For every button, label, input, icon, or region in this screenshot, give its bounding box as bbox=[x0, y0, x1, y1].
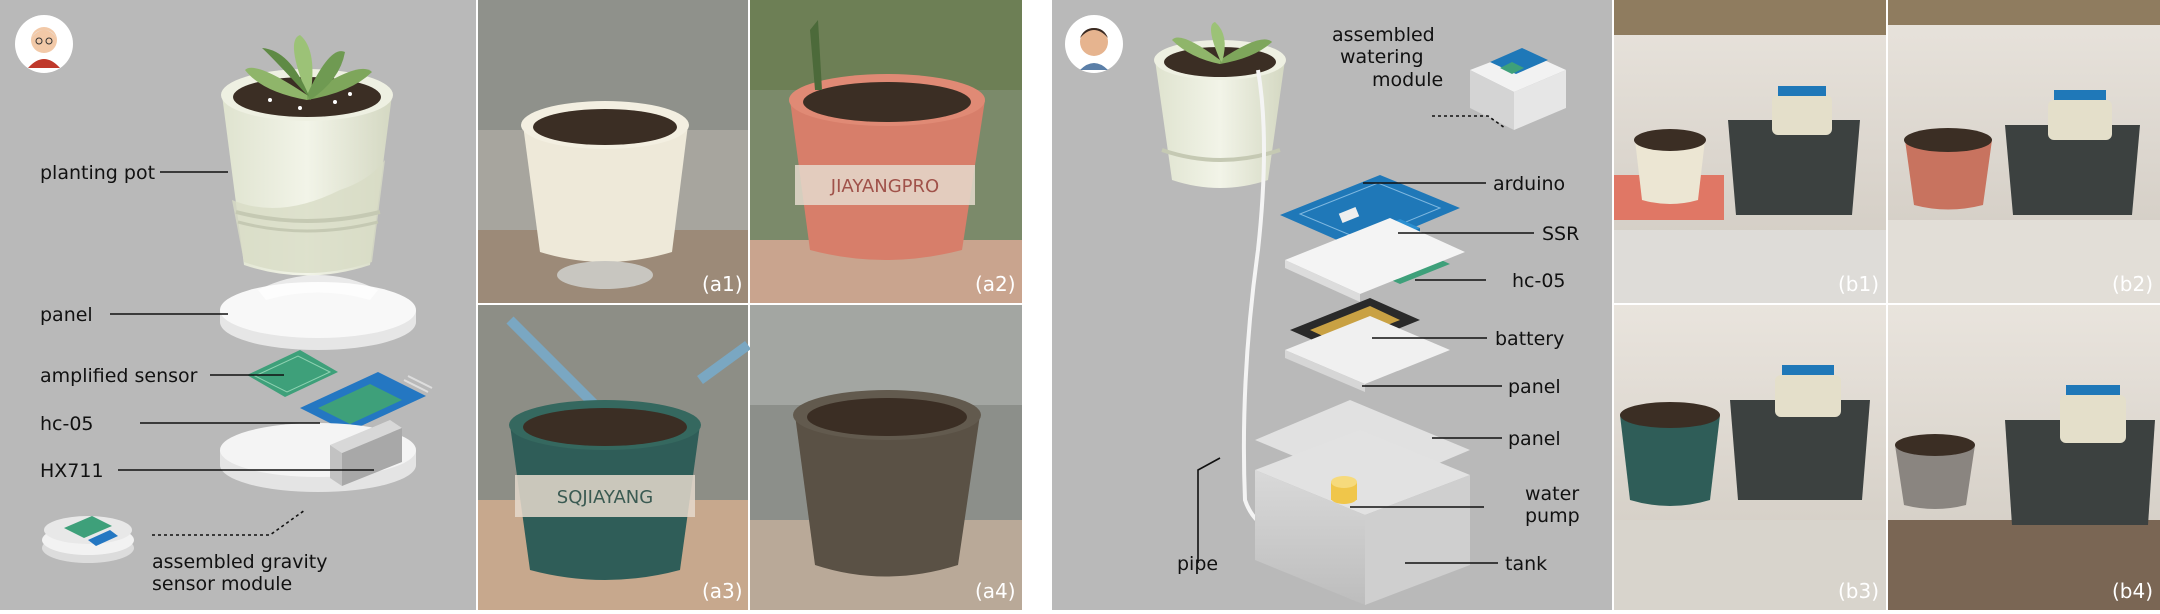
caption-a3: (a3) bbox=[702, 579, 743, 603]
label-water-line1: water bbox=[1525, 483, 1579, 505]
label-tank: tank bbox=[1505, 553, 1547, 575]
label-arduino: arduino bbox=[1493, 173, 1565, 195]
photo-b1: (b1) bbox=[1614, 0, 1886, 303]
caption-b1: (b1) bbox=[1838, 272, 1879, 296]
label-water-line2: pump bbox=[1525, 505, 1580, 527]
label-battery: battery bbox=[1495, 328, 1564, 350]
young-avatar-icon bbox=[1065, 15, 1123, 73]
photo-b4: (b4) bbox=[1888, 305, 2160, 610]
hc05-module-board bbox=[300, 372, 433, 432]
pot-label-a2: JIAYANGPRO bbox=[830, 176, 939, 197]
caption-a4: (a4) bbox=[975, 579, 1016, 603]
assembled-module-dashed-leader bbox=[152, 509, 306, 536]
label-ssr: SSR bbox=[1542, 223, 1579, 245]
right-photo-grid: (b1) (b2) (b3) bbox=[1614, 0, 2160, 610]
assembled-gravity-module-illustration bbox=[42, 516, 134, 563]
label-hc05-watering: hc-05 bbox=[1512, 270, 1566, 292]
panel-disc bbox=[220, 275, 416, 350]
pot-label-a3: SQJIAYANG bbox=[557, 487, 653, 508]
label-amplified-sensor: amplified sensor bbox=[40, 365, 198, 387]
left-photo-grid: (a1) JIAYANGPRO (a2) SQJIAYANG (a3 bbox=[478, 0, 1022, 610]
label-panel-bottom: panel bbox=[1508, 428, 1561, 450]
amplified-sensor-board bbox=[247, 350, 338, 397]
label-assembled-gravity-line1: assembled gravity bbox=[152, 551, 328, 573]
hx711-load-cell bbox=[330, 420, 402, 486]
upper-panel-plate bbox=[1285, 218, 1465, 302]
caption-b4: (b4) bbox=[2112, 579, 2153, 603]
label-assembled-watering-line3: module bbox=[1372, 69, 1443, 91]
caption-a2: (a2) bbox=[975, 272, 1016, 296]
label-hx711: HX711 bbox=[40, 460, 104, 482]
photo-b3: (b3) bbox=[1614, 305, 1886, 610]
label-panel-top: panel bbox=[1508, 376, 1561, 398]
assembled-watering-dashed-leader bbox=[1432, 115, 1506, 129]
caption-b2: (b2) bbox=[2112, 272, 2153, 296]
photo-a1: (a1) bbox=[478, 0, 748, 303]
watering-pot-illustration bbox=[1154, 22, 1286, 188]
label-assembled-watering-line2: watering bbox=[1340, 46, 1424, 68]
assembled-watering-module-illustration bbox=[1470, 48, 1566, 130]
label-planting-pot: planting pot bbox=[40, 162, 155, 184]
label-assembled-gravity-line2: sensor module bbox=[152, 573, 292, 595]
photo-b2: (b2) bbox=[1888, 0, 2160, 303]
label-hc05: hc-05 bbox=[40, 413, 94, 435]
elder-avatar-icon bbox=[15, 15, 73, 73]
pipe-leader bbox=[1197, 457, 1221, 563]
left-diagram-panel: planting pot panel amplified sensor hc-0… bbox=[0, 0, 476, 610]
battery-panel-plate bbox=[1285, 316, 1450, 392]
arduino-board-illustration bbox=[1280, 175, 1460, 250]
right-diagram-panel: assembled watering module arduino SSR hc… bbox=[1052, 0, 1612, 610]
caption-b3: (b3) bbox=[1838, 579, 1879, 603]
label-pipe: pipe bbox=[1177, 553, 1218, 575]
photo-a4: (a4) bbox=[750, 305, 1022, 610]
planting-pot-illustration bbox=[221, 35, 393, 276]
label-assembled-watering-line1: assembled bbox=[1332, 24, 1435, 46]
photo-a3: SQJIAYANG (a3) bbox=[478, 305, 751, 610]
plant-leaves bbox=[245, 35, 372, 100]
label-panel: panel bbox=[40, 304, 93, 326]
caption-a1: (a1) bbox=[702, 272, 743, 296]
photo-a2: JIAYANGPRO (a2) bbox=[750, 0, 1022, 303]
